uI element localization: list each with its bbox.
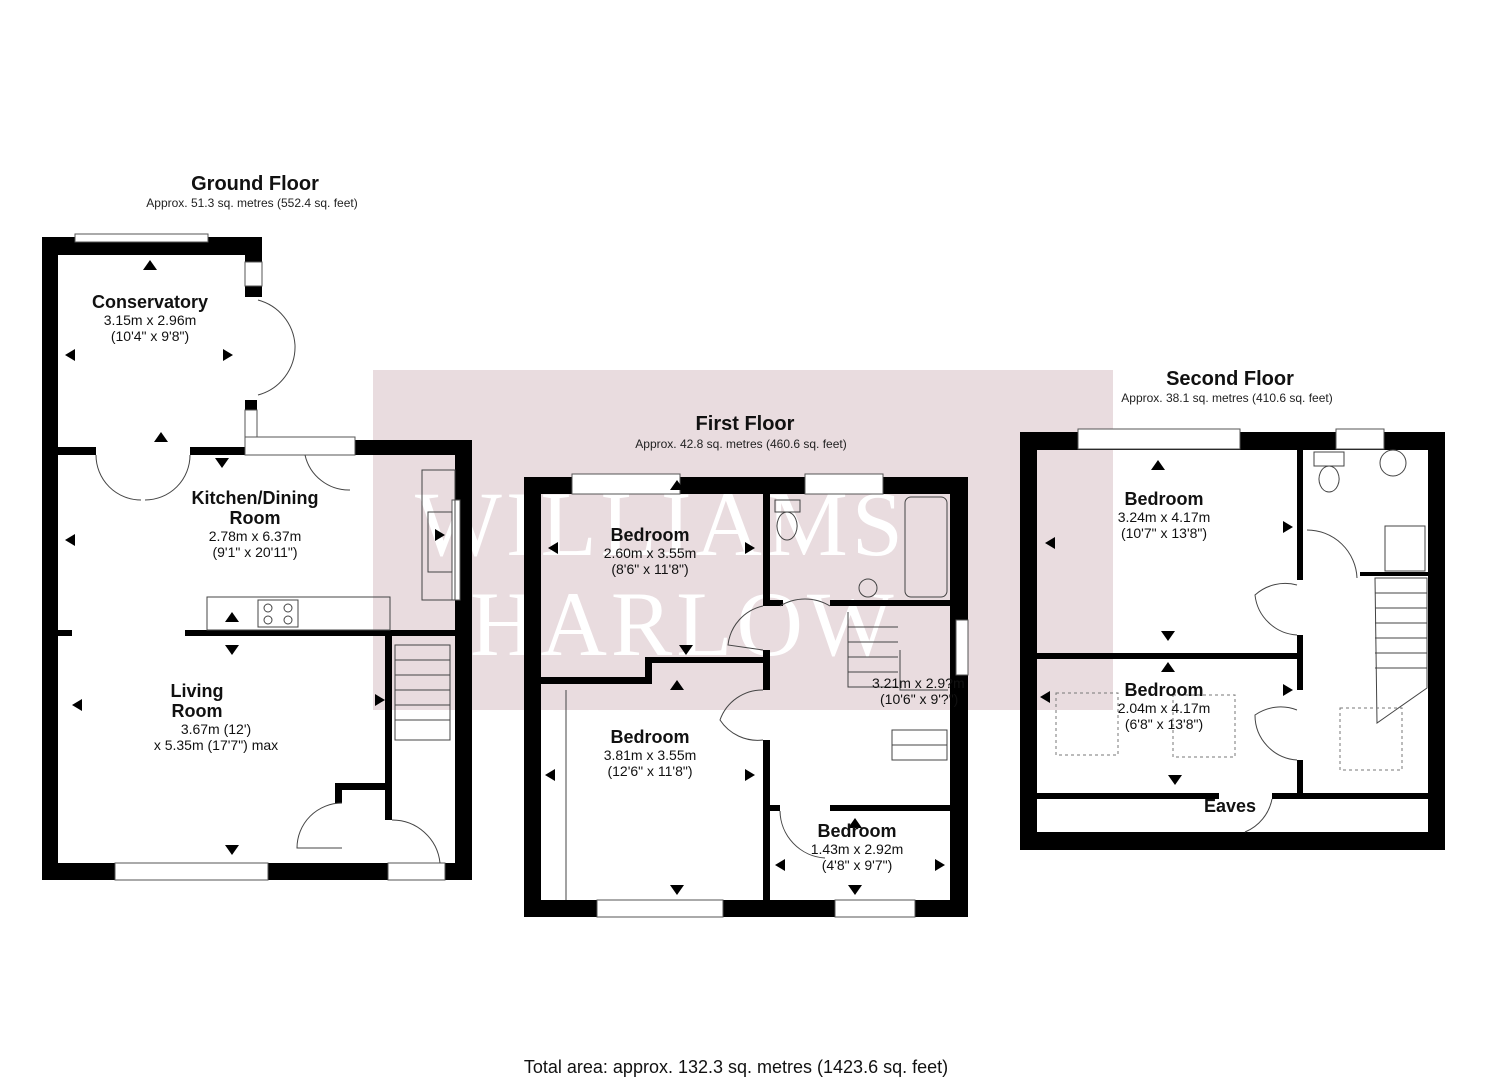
conservatory-imperial: (10'4" x 9'8") bbox=[111, 328, 189, 344]
second-bedroom2-metric: 2.04m x 4.17m bbox=[1118, 700, 1211, 716]
first-bedroom2-label: Bedroom bbox=[610, 727, 689, 747]
living-imperial: x 5.35m (17'7") max bbox=[154, 737, 278, 753]
kitchen-label-2: Room bbox=[230, 508, 281, 528]
kitchen-imperial: (9'1" x 20'11") bbox=[212, 544, 297, 560]
conservatory-label: Conservatory bbox=[92, 292, 208, 312]
first-bedroom3-metric: 1.43m x 2.92m bbox=[811, 841, 904, 857]
eaves-label: Eaves bbox=[1204, 796, 1256, 816]
first-floor-title: First Floor bbox=[696, 413, 795, 435]
first-bedroom1-metric: 2.60m x 3.55m bbox=[604, 545, 697, 561]
first-bedroom2-metric: 3.81m x 3.55m bbox=[604, 747, 697, 763]
second-bedroom1-imperial: (10'7" x 13'8") bbox=[1121, 525, 1207, 541]
living-metric: 3.67m (12') bbox=[181, 721, 251, 737]
second-floor-title: Second Floor bbox=[1166, 368, 1294, 390]
first-bedroom1-imperial: (8'6" x 11'8") bbox=[611, 561, 688, 577]
living-label-2: Room bbox=[172, 701, 223, 721]
second-floor-area: Approx. 38.1 sq. metres (410.6 sq. feet) bbox=[1121, 391, 1332, 405]
second-bedroom2-label: Bedroom bbox=[1124, 680, 1203, 700]
second-bedroom2-imperial: (6'8" x 13'8") bbox=[1125, 716, 1203, 732]
kitchen-label: Kitchen/Dining bbox=[192, 488, 319, 508]
ground-floor-title: Ground Floor bbox=[191, 173, 319, 195]
second-floor-plan: Second Floor Approx. 38.1 sq. metres (41… bbox=[1020, 368, 1445, 850]
first-bedroom3-imperial: (4'8" x 9'7") bbox=[822, 857, 893, 873]
first-floor-plan: First Floor Approx. 42.8 sq. metres (460… bbox=[524, 413, 969, 918]
watermark-box bbox=[373, 370, 1113, 710]
living-label: Living bbox=[171, 681, 224, 701]
total-area: Total area: approx. 132.3 sq. metres (14… bbox=[524, 1057, 948, 1077]
second-bedroom1-metric: 3.24m x 4.17m bbox=[1118, 509, 1211, 525]
conservatory-metric: 3.15m x 2.96m bbox=[104, 312, 197, 328]
ground-floor-area: Approx. 51.3 sq. metres (552.4 sq. feet) bbox=[146, 196, 357, 210]
landing-imperial: (10'6" x 9'?") bbox=[880, 691, 958, 707]
first-bedroom1-label: Bedroom bbox=[610, 525, 689, 545]
second-bedroom1-label: Bedroom bbox=[1124, 489, 1203, 509]
ground-floor-plan: Ground Floor Approx. 51.3 sq. metres (55… bbox=[42, 173, 472, 881]
first-floor-area: Approx. 42.8 sq. metres (460.6 sq. feet) bbox=[635, 437, 846, 451]
landing-metric: 3.21m x 2.9?m bbox=[872, 675, 965, 691]
kitchen-metric: 2.78m x 6.37m bbox=[209, 528, 302, 544]
first-bedroom2-imperial: (12'6" x 11'8") bbox=[607, 763, 692, 779]
first-bedroom3-label: Bedroom bbox=[817, 821, 896, 841]
